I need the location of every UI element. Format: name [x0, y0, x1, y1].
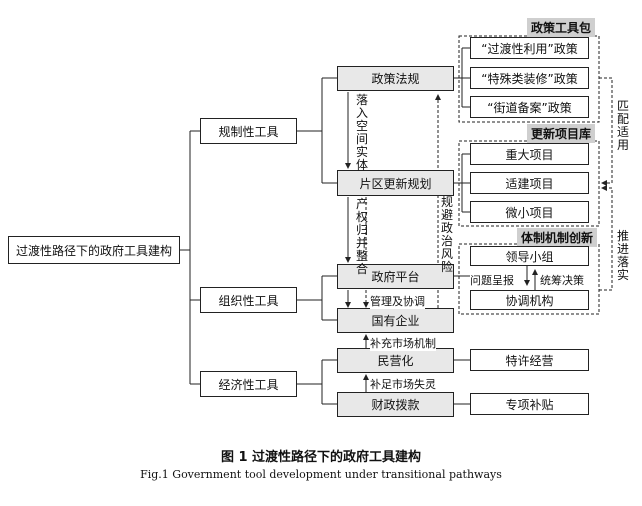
project-item-3: 微小项目: [470, 201, 589, 223]
label-market-fail: 补足市场失灵: [370, 376, 436, 392]
node-soe: 国有企业: [337, 308, 454, 333]
group-title-policy-pack: 政策工具包: [527, 18, 596, 37]
label-manage: 管理及协调: [370, 293, 425, 309]
inst-coord-body: 协调机构: [470, 290, 589, 310]
category-regulatory: 规制性工具: [200, 118, 297, 144]
pack-item-2: “特殊类装修”政策: [470, 67, 589, 89]
node-plan: 片区更新规划: [337, 170, 454, 196]
side-label-match: 匹配适用: [616, 99, 629, 152]
inst-report: 问题呈报: [470, 272, 514, 288]
category-economic: 经济性工具: [200, 371, 297, 397]
project-item-1: 重大项目: [470, 143, 589, 165]
inst-leader-group: 领导小组: [470, 246, 589, 266]
pack-item-1: “过渡性利用”政策: [470, 37, 589, 59]
group-title-institution: 体制机制创新: [517, 228, 598, 247]
label-space: 落入空间实体: [355, 93, 368, 172]
label-property: 产权归并整合: [355, 197, 368, 276]
node-gov-platform: 政府平台: [337, 264, 454, 289]
node-privatization: 民营化: [337, 348, 454, 373]
project-item-2: 适建项目: [470, 172, 589, 194]
inst-decide: 统筹决策: [540, 272, 584, 288]
box-franchise: 特许经营: [470, 349, 589, 371]
figure-caption-cn: 图 1 过渡性路径下的政府工具建构: [220, 450, 422, 465]
box-subsidy: 专项补贴: [470, 393, 589, 415]
group-title-project-lib: 更新项目库: [527, 124, 596, 143]
label-market-mech: 补充市场机制: [370, 335, 436, 351]
label-risk: 规避政治风险: [440, 195, 453, 274]
figure-caption-en: Fig.1 Government tool development under …: [140, 468, 502, 481]
side-label-implement: 推进落实: [616, 229, 629, 282]
node-policy: 政策法规: [337, 66, 454, 91]
pack-item-3: “街道备案”政策: [470, 96, 589, 118]
category-organizational: 组织性工具: [200, 287, 297, 313]
node-fiscal: 财政拨款: [337, 392, 454, 417]
root-node: 过渡性路径下的政府工具建构: [8, 236, 180, 264]
